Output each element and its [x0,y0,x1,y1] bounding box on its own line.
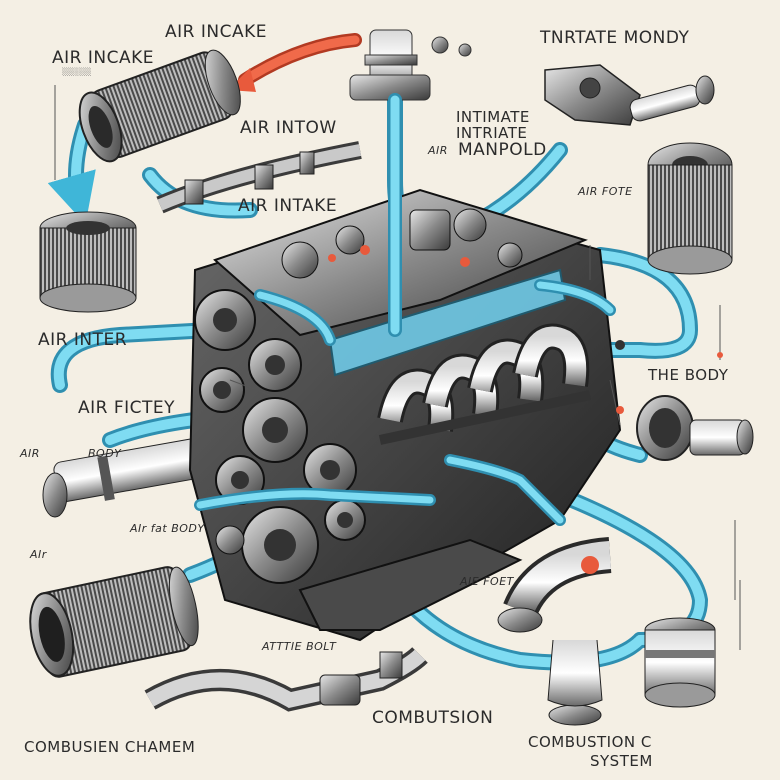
sensor-dots [615,340,723,414]
throttle-cap [349,29,472,101]
label-combutsion: COMBUTSION [372,708,494,728]
caption-air-incake: ░░░░░░░ [62,68,92,76]
air-filter-canister-left [39,211,137,313]
label-the-body: THE BODY [648,366,729,384]
label-combusien-chamem: COMBUSIEN CHAMEM [24,738,196,756]
label-aie-foet: AIE FOET [460,575,514,588]
label-air-incake-top: AIR INCAKE [165,22,267,42]
red-intake-arrow [228,33,362,92]
air-filter-top-left [78,49,241,163]
air-filter-canister-right [647,142,733,275]
throttle-body-top-right [544,64,715,126]
intake-pipe-left-middle [42,438,207,518]
air-filter-bottom-left [29,566,199,678]
label-combustion-system-line1: COMBUSTION C [528,733,652,751]
label-air-intake: AIR INTAKE [238,196,338,216]
leader-lines [54,85,741,650]
label-tnrtate-mondy: TNRTATE MONDY [540,28,690,48]
label-air-small: AIr [30,548,47,561]
intake-hose-bottom [144,646,428,712]
label-manpold: MANPOLD [458,140,547,160]
label-air-fote: AIR FOTE [578,185,633,198]
label-manpold-prefix: AIR [428,144,448,157]
intake-hose-left [156,141,362,214]
label-combustion-system-line2: SYSTEM [590,752,653,770]
elbow-pipe-bottom-right [497,537,612,726]
label-air-inter: AIR INTER [38,330,128,350]
label-air-body-left: AIR [20,447,40,460]
throttle-body-right [636,395,754,461]
exhaust-manifold [377,323,592,445]
oil-filter-canister [644,617,716,708]
air-flow-pipes-front [194,93,616,526]
label-air-fat-body: AIr fat BODY [130,522,205,535]
label-intimate: INTIMATE [456,108,530,126]
label-attlie-bolt: ATTTIE BOLT [262,640,337,653]
label-intriate: INTRIATE [456,124,528,142]
label-air-incake-left: AIR INCAKE [52,48,154,68]
label-air-intow: AIR INTOW [240,118,337,138]
label-air-body-right: BODY [88,447,122,460]
label-air-fictey: AIR FICTEY [78,398,176,418]
